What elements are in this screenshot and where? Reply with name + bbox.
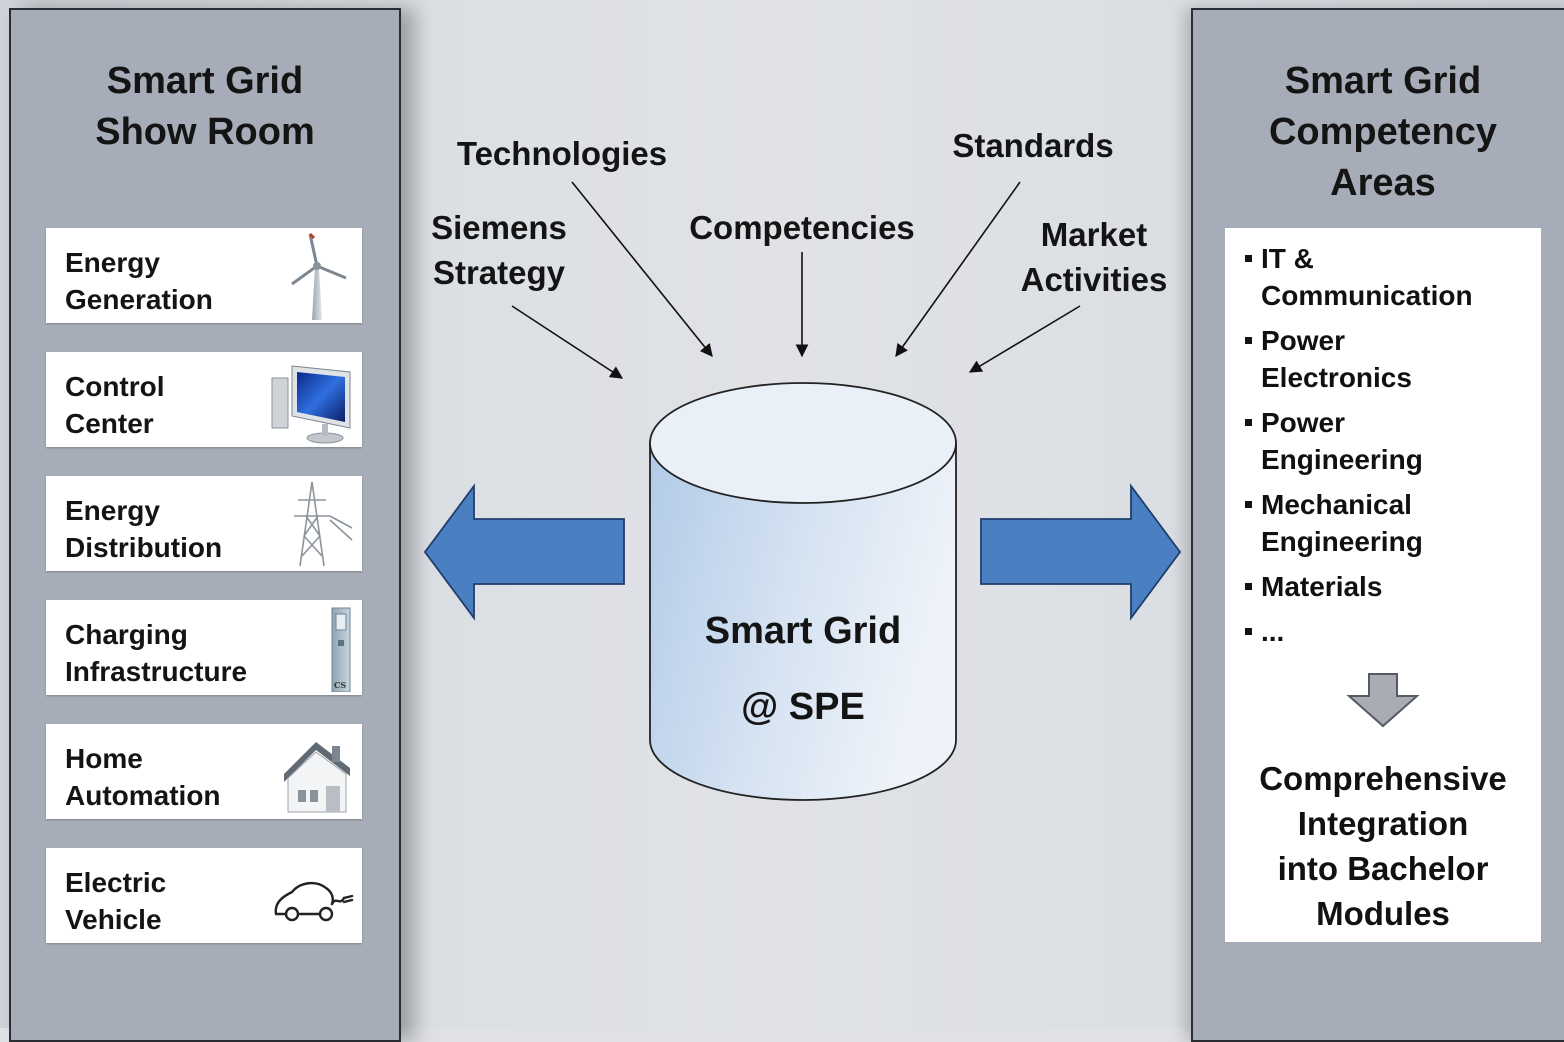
show-room-panel: Smart Grid Show Room Energy Generation C…: [9, 8, 401, 1042]
competency-list: IT & Communication Power Electronics Pow…: [1243, 240, 1473, 650]
item-label: Distribution: [65, 532, 223, 563]
item-label: Infrastructure: [65, 656, 248, 687]
item-label: Automation: [65, 780, 221, 811]
arrow-siemens-strategy: [511, 305, 624, 379]
charging-station-mark: CS: [334, 680, 346, 690]
arrow-right-blue: [980, 483, 1182, 621]
label-siemens-strategy: Siemens Strategy: [431, 209, 567, 291]
item-label: Center: [65, 408, 154, 439]
electric-car-icon: [274, 881, 354, 922]
charging-station-icon: CS: [331, 607, 351, 692]
item-control-center: Control Center: [46, 352, 362, 447]
item-label: Control: [65, 371, 165, 402]
label-standards: Standards: [952, 127, 1114, 164]
item-label: Home: [65, 743, 143, 774]
item-energy-distribution: Energy Distribution: [46, 476, 362, 571]
arrow-left-blue: [423, 483, 625, 621]
center-title: Smart Grid: [704, 610, 902, 652]
label-market-activities: Market Activities: [1020, 216, 1168, 298]
arrow-technologies: [571, 181, 713, 357]
database-cylinder: [649, 442, 957, 801]
item-label: Energy: [65, 247, 160, 278]
cylinder-top: [649, 382, 957, 504]
label-technologies: Technologies: [456, 135, 668, 172]
integration-text: Comprehensive Integration into Bachelor …: [1259, 760, 1507, 932]
item-label: Electric: [65, 867, 167, 898]
item-label: Energy: [65, 495, 160, 526]
list-item: Power Electronics: [1243, 322, 1473, 396]
list-item: IT & Communication: [1243, 240, 1473, 314]
competency-box: IT & Communication Power Electronics Pow…: [1225, 228, 1541, 942]
wind-turbine-icon: [291, 232, 347, 320]
list-item: Materials: [1243, 568, 1473, 605]
arrow-standards: [895, 181, 1021, 358]
house-icon: [284, 742, 350, 813]
competency-title: Smart Grid Competency Areas: [1268, 60, 1498, 204]
list-item: ...: [1243, 613, 1473, 650]
label-competencies: Competencies: [689, 209, 915, 246]
item-label: Charging: [65, 619, 188, 650]
item-energy-generation: Energy Generation: [46, 228, 362, 323]
power-pylon-icon: [294, 481, 353, 567]
down-arrow-icon: [1346, 673, 1420, 728]
show-room-title: Smart Grid Show Room: [95, 60, 315, 153]
item-charging-infrastructure: Charging Infrastructure CS: [46, 600, 362, 695]
item-label: Generation: [65, 284, 213, 315]
list-item: Mechanical Engineering: [1243, 486, 1473, 560]
item-home-automation: Home Automation: [46, 724, 362, 819]
item-electric-vehicle: Electric Vehicle: [46, 848, 362, 943]
computer-monitor-icon: [271, 365, 351, 444]
list-item: Power Engineering: [1243, 404, 1473, 478]
competency-panel: Smart Grid Competency Areas IT & Communi…: [1191, 8, 1564, 1042]
arrow-market-activities: [968, 305, 1081, 373]
center-subtitle: @ SPE: [741, 686, 865, 728]
item-label: Vehicle: [65, 904, 162, 935]
